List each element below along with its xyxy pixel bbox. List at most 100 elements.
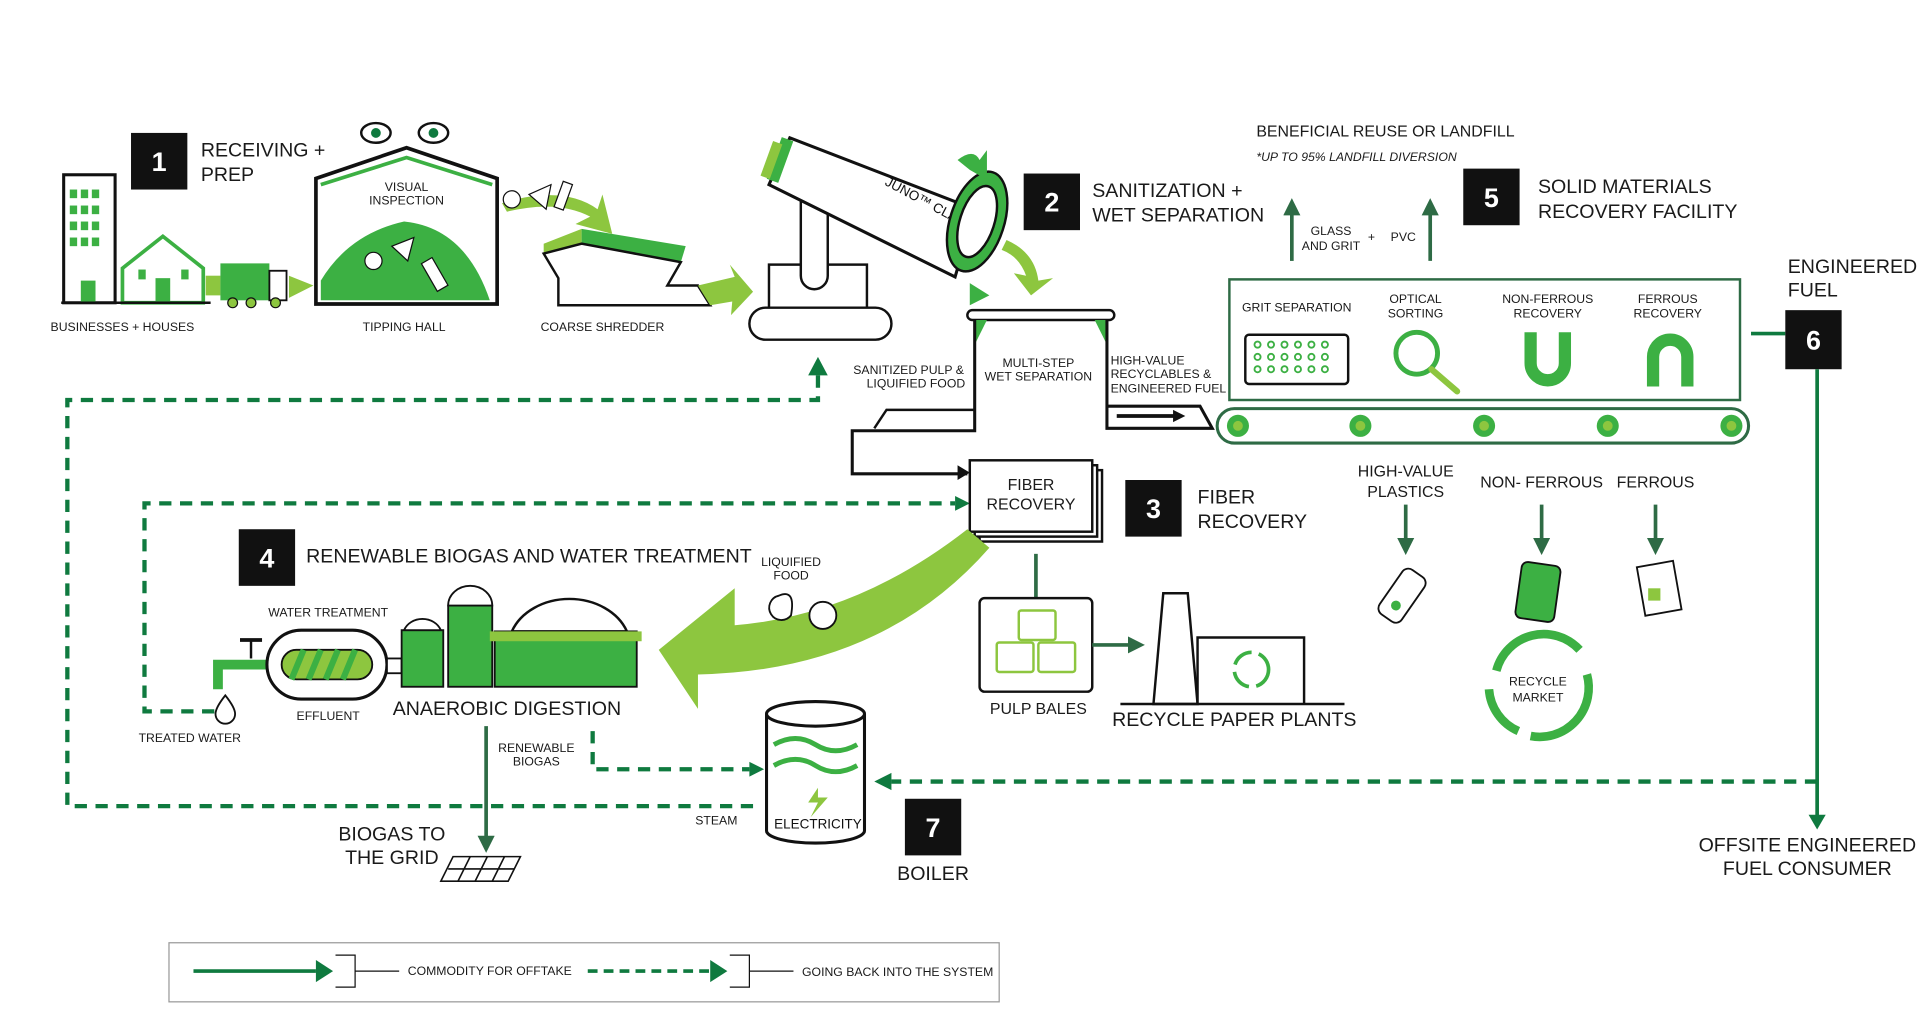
glass-grit-label: AND GRIT (1302, 239, 1361, 253)
recycle-market-label: RECYCLE (1509, 675, 1567, 689)
arrow-to-fiber-icon (955, 496, 970, 511)
grit-screen-icon (1244, 333, 1350, 386)
water-treatment-label: WATER TREATMENT (268, 606, 388, 620)
step-title: RECEIVING + (201, 139, 326, 161)
wet-separation-unit: MULTI-STEP WET SEPARATION (850, 308, 1215, 476)
step-number-badge (1785, 310, 1842, 370)
step-number: 4 (259, 543, 274, 573)
businesses-houses-label: BUSINESSES + HOUSES (51, 320, 195, 334)
high-value-recyclables-label: ENGINEERED FUEL (1111, 382, 1227, 396)
paper-plant-icon (1120, 592, 1345, 706)
anaerobic-digestion-label: ANAEROBIC DIGESTION (393, 698, 621, 720)
plus-label: + (1368, 230, 1375, 244)
building-icon (62, 173, 117, 305)
step-title: SANITIZATION + (1092, 180, 1242, 202)
legend-dashed-label: GOING BACK INTO THE SYSTEM (802, 965, 993, 979)
recycle-market-label: MARKET (1512, 691, 1563, 705)
renewable-biogas-label: RENEWABLE (498, 741, 574, 755)
landfill-diversion-note: *UP TO 95% LANDFILL DIVERSION (1256, 150, 1456, 164)
step-number: 6 (1806, 325, 1821, 355)
treated-water-label: TREATED WATER (139, 731, 242, 745)
step-title: BOILER (897, 863, 969, 885)
optical-sorting-label: OPTICAL (1389, 292, 1442, 306)
high-value-recyclables-label: RECYCLABLES & (1111, 367, 1212, 381)
steam-label: STEAM (695, 814, 737, 828)
step-title: ENGINEERED (1788, 256, 1917, 278)
biogas-grid-label: BIOGAS TO (338, 824, 445, 846)
lightning-icon (808, 787, 828, 818)
legend-solid-label: COMMODITY FOR OFFTAKE (408, 964, 572, 978)
boiler-icon: ELECTRICITY (765, 700, 867, 845)
step-title: FIBER (1198, 486, 1256, 508)
grit-separation-label: GRIT SEPARATION (1242, 300, 1351, 314)
biogas-grid-label: THE GRID (345, 847, 439, 869)
step-title: SOLID MATERIALS (1538, 176, 1712, 198)
optical-sorting-label: SORTING (1388, 307, 1444, 321)
step-number: 5 (1484, 183, 1499, 213)
steel-can-icon (1635, 559, 1683, 617)
aluminum-can-icon (1514, 561, 1562, 623)
step-number-badge (131, 132, 188, 190)
fiber-recovery-box-label: FIBER (1008, 477, 1055, 494)
liquified-food-label: LIQUIFIED (761, 555, 821, 569)
arrow-fuel-boiler-icon (874, 772, 892, 791)
conveyor-belt (1215, 407, 1751, 445)
step-title: FUEL (1788, 280, 1838, 302)
arrow-to-boiler-icon (749, 761, 765, 777)
arrow-up-to-clave-icon (808, 356, 828, 376)
beneficial-reuse-label: BENEFICIAL REUSE OR LANDFILL (1256, 124, 1514, 141)
pulp-bales-label: PULP BALES (990, 701, 1087, 718)
plastic-bottle-icon (1377, 567, 1427, 624)
fiber-recovery-box-label: RECOVERY (987, 497, 1076, 514)
pulp-bales-icon (978, 596, 1094, 693)
offsite-fuel-label: OFFSITE ENGINEERED (1699, 835, 1917, 857)
step-title: RECOVERY (1198, 511, 1308, 533)
water-drop-icon (214, 693, 237, 725)
step-title: WET SEPARATION (1092, 204, 1264, 226)
recycle-paper-plants-label: RECYCLE PAPER PLANTS (1112, 709, 1356, 731)
electricity-label: ELECTRICITY (774, 816, 862, 831)
renewable-biogas-label: BIOGAS (513, 755, 560, 769)
truck-icon (205, 263, 314, 309)
high-value-plastics-label: HIGH-VALUE (1358, 463, 1454, 480)
coarse-shredder-label: COARSE SHREDDER (541, 320, 665, 334)
offsite-fuel-label: FUEL CONSUMER (1723, 858, 1892, 880)
ferrous-recovery-label: RECOVERY (1634, 307, 1702, 321)
non-ferrous-recovery-label: RECOVERY (1514, 307, 1582, 321)
step-title: RECOVERY FACILITY (1538, 201, 1737, 223)
non-ferrous-recovery-label: NON-FERROUS (1502, 292, 1593, 306)
step-7-boiler: 7 BOILER (897, 798, 969, 885)
grid-icon (439, 855, 522, 883)
multi-step-label: MULTI-STEP (1002, 356, 1074, 370)
step-6-engineered-fuel: 6 (1785, 310, 1842, 370)
step-number-badge (238, 529, 296, 586)
ferrous-label: FERROUS (1617, 474, 1695, 491)
legend-arrow-icon (710, 960, 728, 983)
step-number: 7 (926, 813, 941, 843)
step-4-biogas: 4 RENEWABLE BIOGAS AND WATER TREATMENT (238, 529, 752, 586)
mrf-box: GRIT SEPARATION OPTICAL SORTING NON-FERR… (1228, 278, 1742, 402)
step-3-fiber: 3 FIBER RECOVERY (1125, 480, 1307, 537)
return-line-outer (65, 375, 821, 809)
legend: COMMODITY FOR OFFTAKE GOING BACK INTO TH… (168, 942, 1000, 1003)
non-ferrous-label: NON- FERROUS (1480, 474, 1603, 491)
recycle-market-icon: RECYCLE MARKET (1484, 629, 1593, 742)
liquified-food-label: FOOD (773, 569, 808, 583)
step-number-badge (1023, 173, 1080, 231)
visual-inspection-label: INSPECTION (369, 193, 444, 207)
step-number-badge (904, 798, 962, 856)
eye-icon (360, 121, 450, 144)
food-drops-icon (768, 593, 838, 630)
pvc-label: PVC (1391, 230, 1416, 244)
ferrous-magnet-icon (1646, 333, 1694, 387)
step-number: 1 (152, 147, 167, 177)
u-magnet-icon (1524, 332, 1572, 387)
sanitized-pulp-label: LIQUIFIED FOOD (867, 377, 966, 391)
house-icon (61, 233, 211, 305)
magnifier-icon (1393, 329, 1461, 395)
biogas-to-boiler-line (590, 731, 750, 772)
tipping-hall-label: TIPPING HALL (363, 320, 446, 334)
effluent-label: EFFLUENT (297, 709, 361, 723)
ferrous-recovery-label: FERROUS (1638, 292, 1698, 306)
coarse-shredder-icon (541, 228, 754, 316)
